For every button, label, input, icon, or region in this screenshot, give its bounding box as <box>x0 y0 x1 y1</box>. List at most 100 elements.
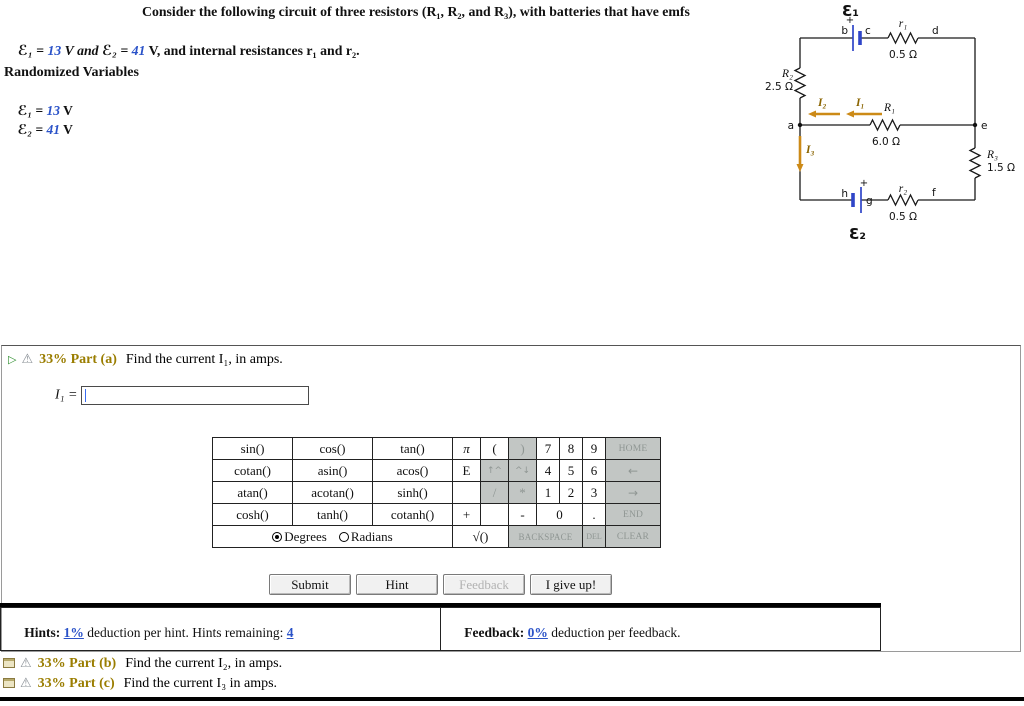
key-sin[interactable]: sin() <box>212 437 293 460</box>
key-9[interactable]: 9 <box>582 437 606 460</box>
answer-input[interactable] <box>80 386 309 405</box>
key-plus[interactable]: + <box>452 503 481 526</box>
key-home: HOME <box>605 437 661 460</box>
resistor-R3 <box>968 147 982 179</box>
key-6[interactable]: 6 <box>582 459 606 482</box>
r1-label: r₁ <box>899 18 907 30</box>
key-sqrt[interactable]: √() <box>452 525 509 548</box>
circuit-outer-wires <box>799 37 976 201</box>
key-lparen[interactable]: ( <box>480 437 509 460</box>
feedback-label: Feedback: <box>464 625 525 640</box>
part-b-question: Find the current I₂, in amps. <box>125 656 283 671</box>
key-divide: / <box>480 481 509 504</box>
key-superscript: ↑^ <box>480 459 509 482</box>
radians-label: Radians <box>350 528 393 544</box>
part-c-row[interactable]: ⚠33% Part (c)Find the current I₃ in amps… <box>3 676 277 692</box>
feedback-button: Feedback <box>443 574 525 595</box>
node-f-label: f <box>932 187 936 199</box>
window-icon <box>3 678 15 688</box>
key-E[interactable]: E <box>452 459 481 482</box>
key-atan[interactable]: atan() <box>212 481 293 504</box>
expand-triangle-icon[interactable]: ▷ <box>8 353 17 366</box>
node-a-dot <box>797 122 803 128</box>
part-c-percent-label: 33% Part (c) <box>37 676 115 691</box>
r1-value: 0.5 Ω <box>889 49 917 61</box>
give-up-button[interactable]: I give up! <box>530 574 612 595</box>
degrees-label: Degrees <box>284 528 327 544</box>
key-2[interactable]: 2 <box>559 481 583 504</box>
emf2-label: Ɛ₂ <box>849 225 866 243</box>
battery1-plus: + <box>846 15 854 26</box>
key-cotan[interactable]: cotan() <box>212 459 293 482</box>
key-dot[interactable]: . <box>582 503 606 526</box>
feedback-info-box: Feedback: 0% deduction per feedback. <box>441 607 881 651</box>
feedback-deduction-value: 0% <box>527 625 548 640</box>
key-acotan[interactable]: acotan() <box>292 481 373 504</box>
answer-row: I₁ = <box>55 386 309 405</box>
key-0[interactable]: 0 <box>536 503 583 526</box>
text-caret <box>84 389 87 402</box>
warning-icon: ⚠ <box>21 352 34 367</box>
R3-label: R₃ <box>986 149 998 161</box>
statement-mid: V and ℰ₂ = <box>61 43 132 58</box>
key-tanh[interactable]: tanh() <box>292 503 373 526</box>
degrees-radio[interactable] <box>272 531 283 542</box>
part-b-row[interactable]: ⚠33% Part (b)Find the current I₂, in amp… <box>3 656 282 672</box>
key-pi[interactable]: π <box>452 437 481 460</box>
hints-remaining-value: 4 <box>286 625 294 640</box>
key-1[interactable]: 1 <box>536 481 560 504</box>
emf1-symbol-text: ℰ₁ = <box>17 43 48 58</box>
hints-info-box: Hints: 1% deduction per hint. Hints rema… <box>0 607 441 651</box>
key-4[interactable]: 4 <box>536 459 560 482</box>
problem-title: Consider the following circuit of three … <box>142 4 690 19</box>
warning-icon: ⚠ <box>20 676 32 691</box>
page-bottom-divider <box>0 697 1024 701</box>
divider-thick <box>0 603 881 607</box>
node-a-label: a <box>788 120 794 132</box>
part-b-percent-label: 33% Part (b) <box>37 656 117 671</box>
key-end: END <box>605 503 661 526</box>
key-cotanh[interactable]: cotanh() <box>372 503 453 526</box>
R2-label: R₂ <box>781 68 793 80</box>
radians-radio[interactable] <box>338 531 349 542</box>
node-e-dot <box>972 122 978 128</box>
emf2-value-text: 41 <box>131 43 146 58</box>
angle-mode-cell[interactable]: Degrees Radians <box>212 525 453 548</box>
key-cos[interactable]: cos() <box>292 437 373 460</box>
node-h-label: h <box>841 188 848 200</box>
var1-value: 13 <box>46 103 61 118</box>
keypad-empty-cell <box>480 503 509 526</box>
resistor-r2 <box>887 193 919 207</box>
hints-deduction-value: 1% <box>63 625 84 640</box>
key-multiply: * <box>508 481 537 504</box>
submit-button[interactable]: Submit <box>269 574 351 595</box>
answer-actions: Submit Hint Feedback I give up! <box>269 574 612 595</box>
key-acos[interactable]: acos() <box>372 459 453 482</box>
key-3[interactable]: 3 <box>582 481 606 504</box>
key-7[interactable]: 7 <box>536 437 560 460</box>
key-sinh[interactable]: sinh() <box>372 481 453 504</box>
hint-button[interactable]: Hint <box>356 574 438 595</box>
node-e-label: e <box>981 120 987 132</box>
key-5[interactable]: 5 <box>559 459 583 482</box>
randomized-var-2: ℰ₂ = 41 V <box>4 106 73 154</box>
key-clear: CLEAR <box>605 525 661 548</box>
feedback-text: deduction per feedback. <box>547 625 681 640</box>
key-cosh[interactable]: cosh() <box>212 503 293 526</box>
part-a-percent-label: 33% Part (a) <box>39 352 117 367</box>
var2-unit: V <box>60 122 73 137</box>
key-asin[interactable]: asin() <box>292 459 373 482</box>
key-8[interactable]: 8 <box>559 437 583 460</box>
part-a-panel: ▷⚠33% Part (a)Find the current I₁, in am… <box>0 345 1021 652</box>
R1-value: 6.0 Ω <box>872 136 900 148</box>
key-tan[interactable]: tan() <box>372 437 453 460</box>
var2-symbol: ℰ₂ = <box>17 122 47 137</box>
resistor-r1 <box>887 31 919 45</box>
answer-input-wrap <box>80 386 309 405</box>
battery2-plus: + <box>860 178 868 189</box>
key-minus[interactable]: - <box>508 503 537 526</box>
key-rparen: ) <box>508 437 537 460</box>
emf1-label: Ɛ₁ <box>842 2 859 20</box>
I1-label: I₁ <box>855 97 865 109</box>
key-fwd-arrow-icon: → <box>605 481 661 504</box>
